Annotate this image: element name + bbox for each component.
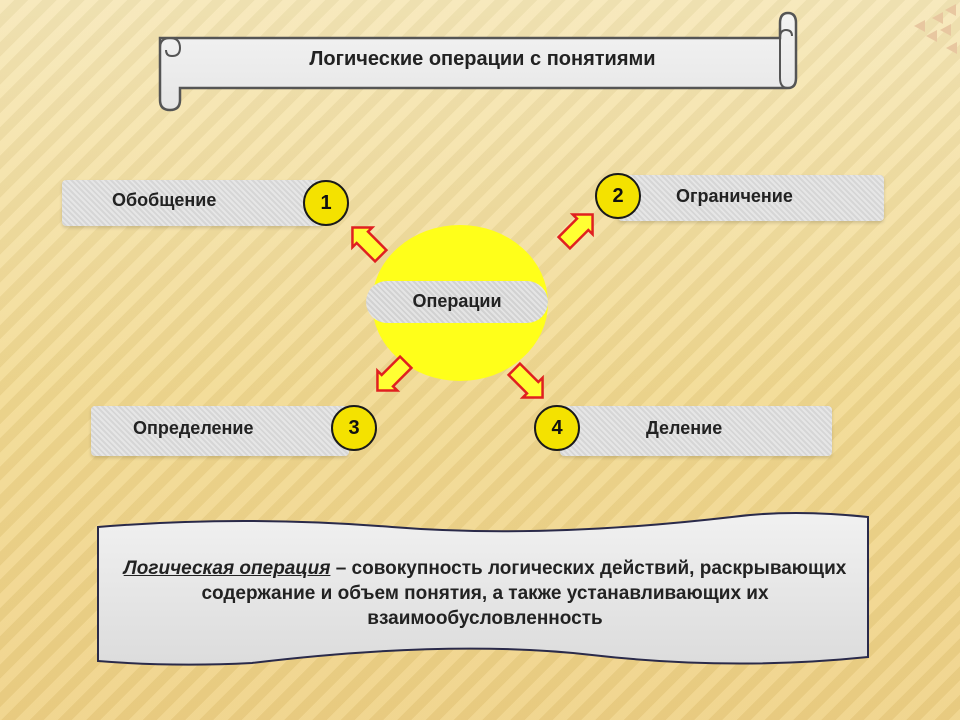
title-scroll xyxy=(158,11,798,112)
definition-text: Логическая операция – совокупность логич… xyxy=(110,556,860,631)
definition-box xyxy=(97,512,869,666)
operation-label-4: Деление xyxy=(646,418,723,438)
center-label: Операции xyxy=(412,291,502,311)
operation-number-3: 3 xyxy=(331,405,377,451)
arrow-to-1-icon xyxy=(351,226,389,264)
arrow-to-3-icon xyxy=(376,354,414,392)
page-title: Логические операции с понятиями xyxy=(309,48,656,70)
definition-body: – совокупность логических действий, раск… xyxy=(201,558,847,629)
operation-label-1: Обобщение xyxy=(112,190,217,210)
center-band xyxy=(366,281,548,323)
operation-box-1 xyxy=(62,180,324,226)
definition-term: Логическая операция xyxy=(123,558,331,579)
operation-label-3: Определение xyxy=(133,418,254,438)
arrow-to-2-icon xyxy=(556,213,594,251)
operation-box-2 xyxy=(618,175,884,221)
operation-number-1: 1 xyxy=(303,180,349,226)
arrow-to-4-icon xyxy=(506,361,544,399)
operation-label-2: Ограничение xyxy=(676,186,793,206)
operation-box-4 xyxy=(560,406,832,456)
operation-number-4: 4 xyxy=(534,405,580,451)
operation-box-3 xyxy=(91,406,349,456)
operation-number-2: 2 xyxy=(595,173,641,219)
